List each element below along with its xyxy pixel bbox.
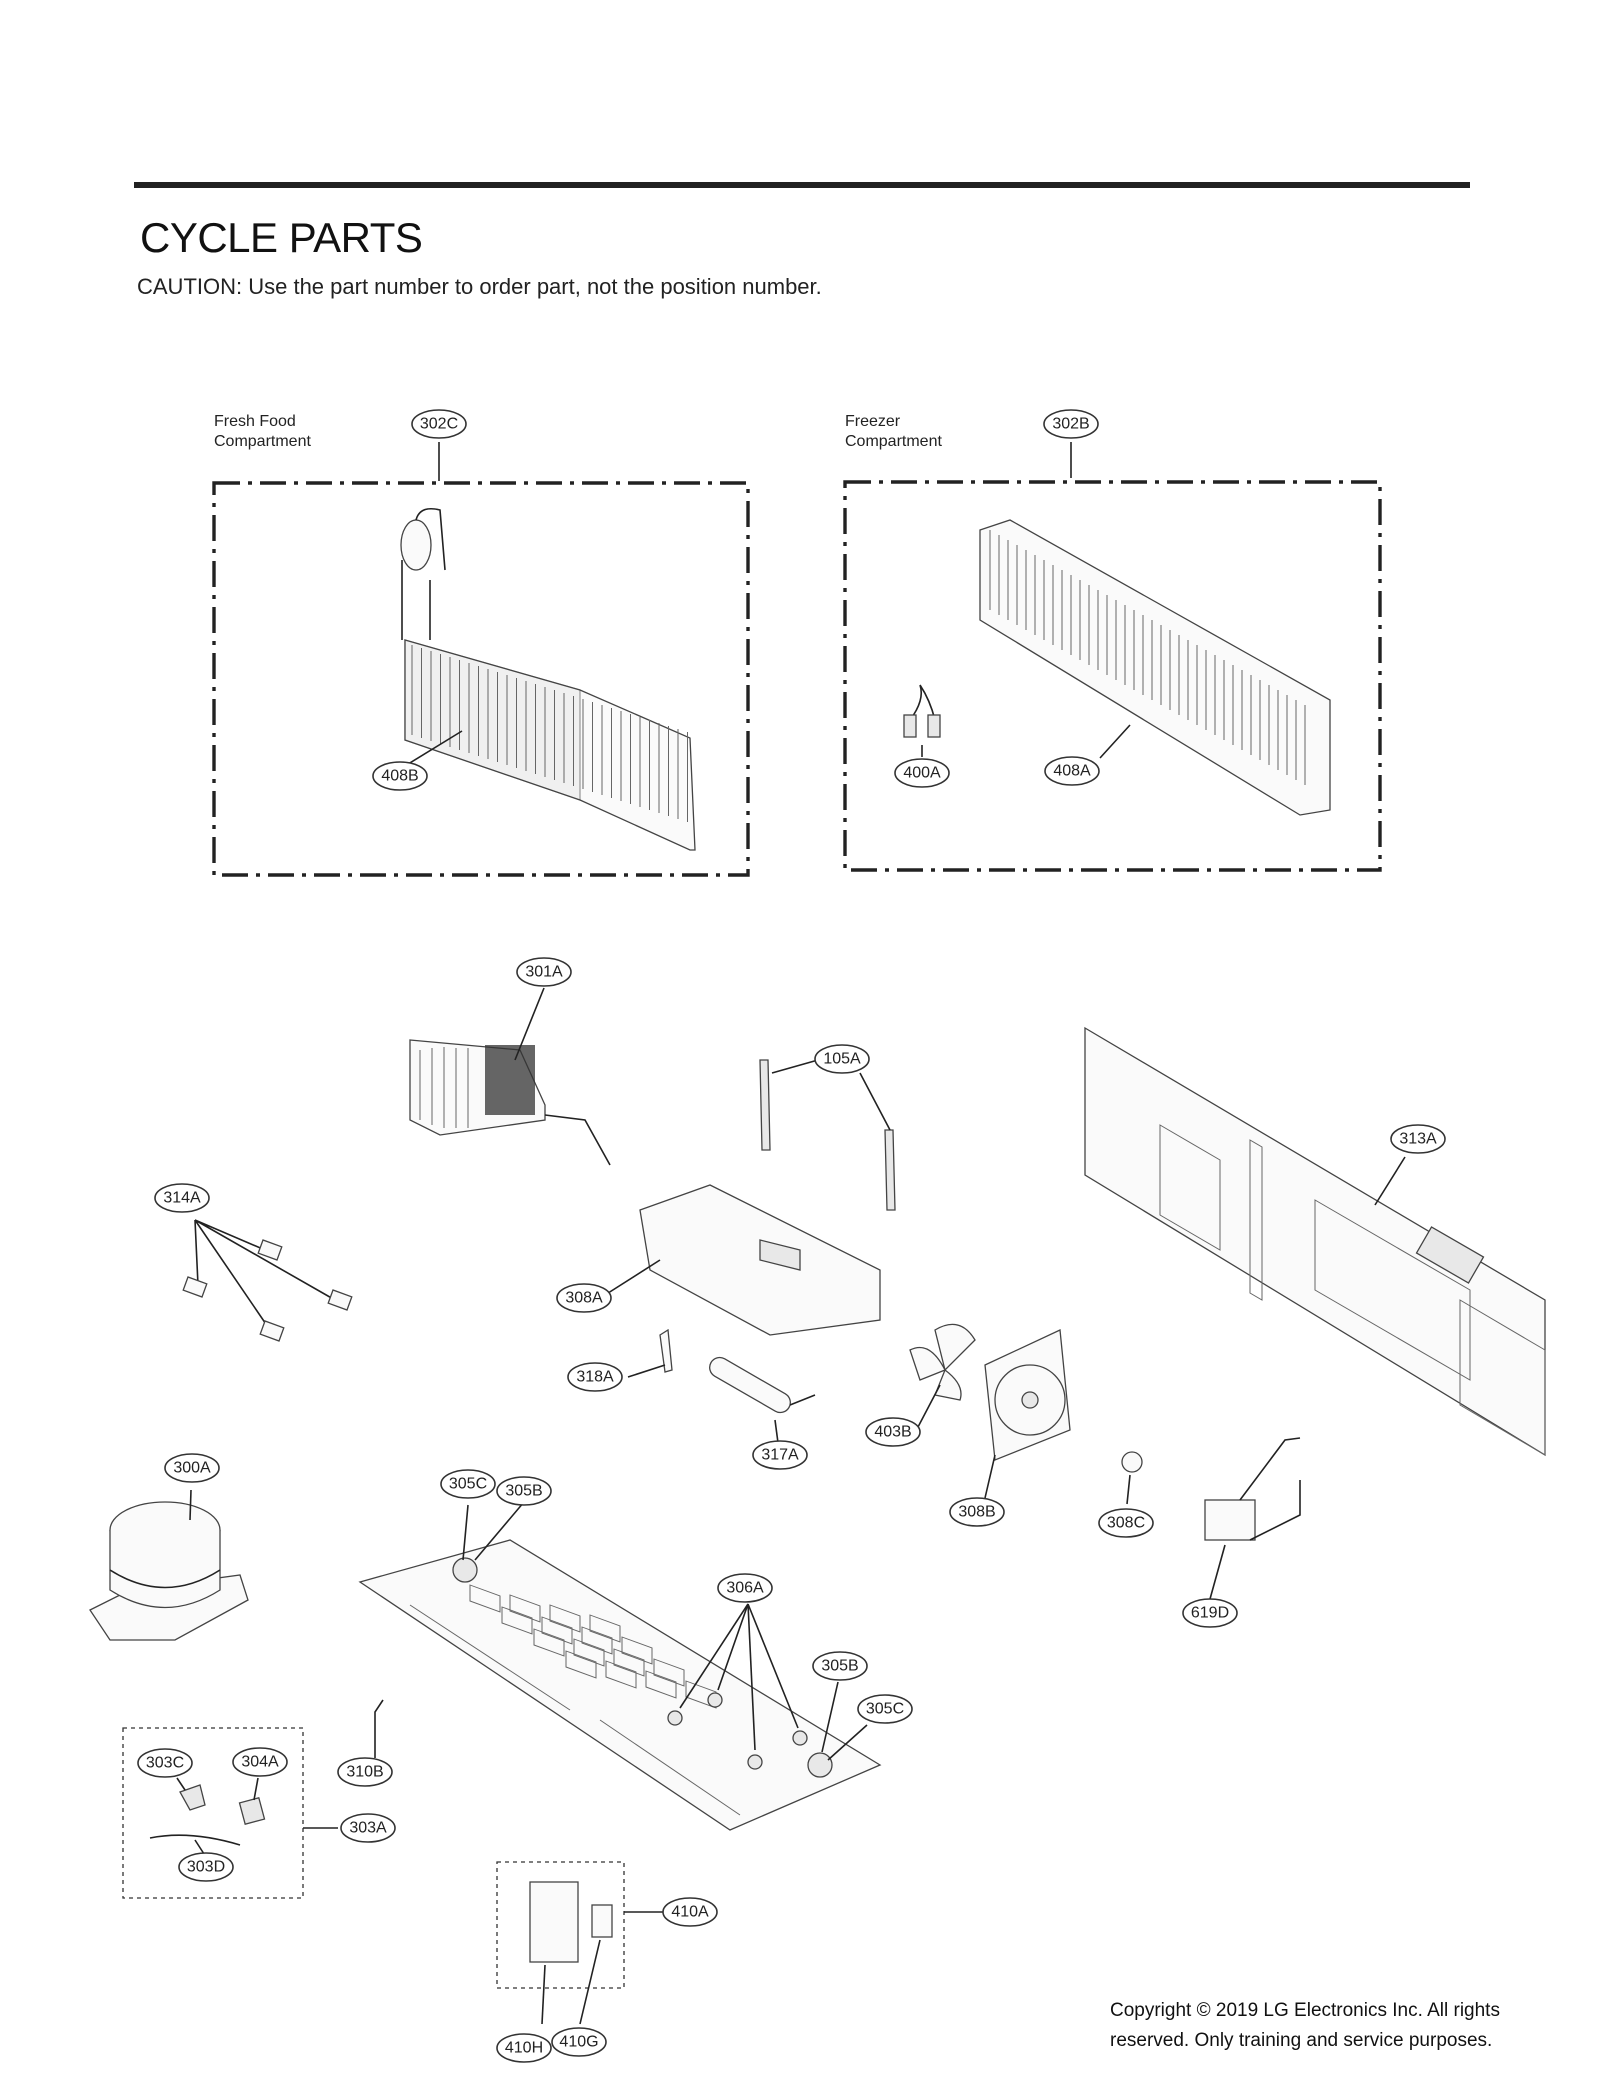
callout-label: 306A (726, 1580, 764, 1597)
callout-label: 303C (146, 1755, 184, 1772)
callout-label: 403B (874, 1424, 911, 1441)
control-board-icon (529, 1881, 613, 1963)
fin-coil-evaporator-icon-freezer (979, 519, 1331, 816)
callout-label: 303D (187, 1859, 225, 1876)
page-title: CYCLE PARTS (140, 214, 423, 261)
callout-410h: 410H (496, 2033, 552, 2063)
callout-label: 308C (1107, 1515, 1145, 1532)
callout-label: 317A (761, 1447, 799, 1464)
callout-105a: 105A (814, 1044, 870, 1074)
fin-coil-evaporator-icon (400, 507, 696, 851)
copyright-notice: Copyright © 2019 LG Electronics Inc. All… (1110, 2000, 1500, 2051)
callout-label: 304A (241, 1754, 279, 1771)
callout-label: 305C (866, 1701, 904, 1718)
callout-308b: 308B (949, 1497, 1005, 1527)
kit-303A-box (122, 1727, 304, 1899)
freezer-compartment-group: Freezer Compartment (843, 413, 1382, 872)
callout-label: 305B (821, 1658, 858, 1675)
callout-label: 314A (163, 1190, 201, 1207)
callout-label: 308B (958, 1504, 995, 1521)
callout-305c: 305C (857, 1694, 913, 1724)
fan-motor-icon (1121, 1451, 1143, 1473)
callout-301a: 301A (516, 957, 572, 987)
callout-306a: 306A (717, 1573, 773, 1603)
callout-313a: 313A (1390, 1124, 1446, 1154)
valve-assembly-icon (1204, 1437, 1301, 1541)
callout-label: 300A (173, 1460, 211, 1477)
callout-label: 302B (1052, 416, 1089, 433)
fresh-food-label-line1: Fresh Food (214, 413, 296, 430)
callout-302c: 302C (411, 409, 467, 439)
callout-label: 410G (559, 2034, 598, 2051)
callout-308c: 308C (1098, 1508, 1154, 1538)
rear-panel-icon (1084, 1026, 1546, 1457)
base-pan-icon (358, 1539, 882, 1831)
compressor-icon (89, 1501, 249, 1641)
callout-label: 408B (381, 768, 418, 785)
callout-label: 105A (823, 1051, 861, 1068)
callout-303c: 303C (137, 1748, 193, 1778)
callout-300a: 300A (164, 1453, 220, 1483)
relay-icon (179, 1784, 206, 1811)
fresh-food-label-line2: Compartment (214, 433, 311, 450)
freezer-label-line1: Freezer (845, 413, 901, 430)
wire-harness-icon (182, 1219, 353, 1342)
condenser-coil-icon (409, 1039, 611, 1166)
callout-303d: 303D (178, 1852, 234, 1882)
callout-label: 302C (420, 416, 458, 433)
caution-note: CAUTION: Use the part number to order pa… (137, 274, 822, 299)
callout-310b: 310B (337, 1757, 393, 1787)
control-box-icon (639, 1184, 881, 1336)
callout-label: 410A (671, 1904, 709, 1921)
callout-317a: 317A (752, 1440, 808, 1470)
fan-shroud-icon (984, 1329, 1071, 1461)
callout-305b: 305B (812, 1651, 868, 1681)
callout-label: 318A (576, 1369, 614, 1386)
callout-label: 410H (505, 2040, 543, 2057)
callout-408b: 408B (372, 761, 428, 791)
callout-304a: 304A (232, 1747, 288, 1777)
callout-314a: 314A (154, 1183, 210, 1213)
callout-label: 305B (505, 1483, 542, 1500)
callout-label: 308A (565, 1290, 603, 1307)
callout-410g: 410G (551, 2027, 607, 2057)
callout-410a: 410A (662, 1897, 718, 1927)
fresh-food-box (212, 481, 750, 877)
freezer-box (843, 480, 1382, 872)
tube-bend-icon (374, 1699, 384, 1758)
callout-label: 303A (349, 1820, 387, 1837)
kit-410A-box (496, 1861, 625, 1989)
callout-318a: 318A (567, 1362, 623, 1392)
overload-protector-icon (238, 1796, 266, 1826)
heater-clip-icon (903, 684, 941, 738)
fan-icon (909, 1323, 976, 1401)
callout-label: 301A (525, 964, 563, 981)
callout-408a: 408A (1044, 756, 1100, 786)
callout-308a: 308A (556, 1283, 612, 1313)
callout-305b: 305B (496, 1476, 552, 1506)
callout-619d: 619D (1182, 1598, 1238, 1628)
drier-icon (709, 1356, 816, 1414)
callout-label: 619D (1191, 1605, 1229, 1622)
header-rule (134, 182, 1470, 188)
freezer-label-line2: Compartment (845, 433, 942, 450)
bracket-icon (659, 1328, 673, 1373)
tube-assembly-icon (759, 1059, 896, 1211)
callout-label: 313A (1399, 1131, 1437, 1148)
callout-302b: 302B (1043, 409, 1099, 439)
callout-label: 305C (449, 1476, 487, 1493)
callout-label: 310B (346, 1764, 383, 1781)
callout-label: 408A (1053, 763, 1091, 780)
callout-303a: 303A (340, 1813, 396, 1843)
callout-403b: 403B (865, 1417, 921, 1447)
fresh-food-compartment-group: Fresh Food Compartment (212, 413, 750, 877)
callout-305c: 305C (440, 1469, 496, 1499)
callout-label: 400A (903, 765, 941, 782)
callout-400a: 400A (894, 758, 950, 788)
